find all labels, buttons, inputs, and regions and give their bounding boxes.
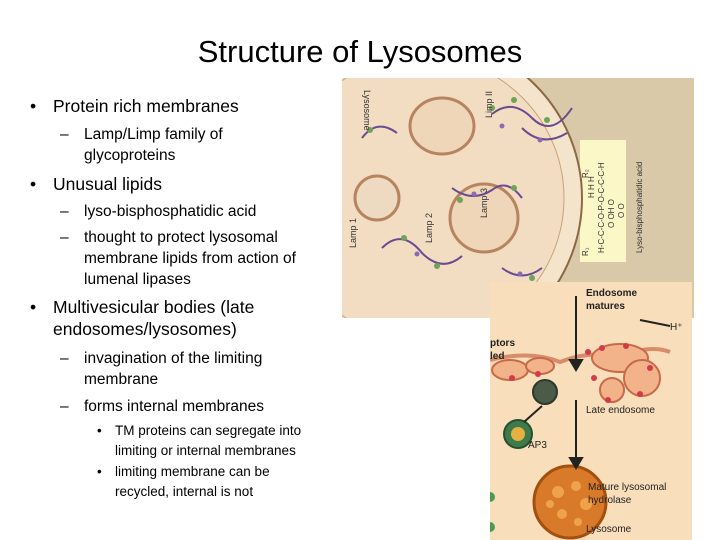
label-chem-2: H-C-C-C-O-P-O-C-C-C-H xyxy=(597,162,606,253)
bullet-multivesicular-bodies: Multivesicular bodies (late endosomes/ly… xyxy=(53,297,255,339)
label-receptors-1: ptors xyxy=(490,338,515,349)
label-mature-1: Mature lysosomal xyxy=(588,482,666,493)
subsubbullet-tm-proteins: TM proteins can segregate into limiting … xyxy=(115,423,302,458)
label-chem-4: O O xyxy=(617,203,626,218)
label-lipid-name: Lyso-bisphosphatidic acid xyxy=(635,162,644,253)
label-lysosome-bottom: Lysosome xyxy=(586,524,632,535)
label-hplus: H⁺ xyxy=(670,322,683,333)
bullet-marker: • xyxy=(30,174,37,194)
lysosome-membrane-figure: Lysosome Limp II Lamp 1 Lamp 2 Lamp 3 Ly… xyxy=(342,78,694,318)
dash-marker: – xyxy=(60,398,69,415)
label-r1: R₁ xyxy=(581,247,590,256)
dash-marker: – xyxy=(60,203,69,220)
label-chem-3: O OH O xyxy=(607,199,616,228)
subbullet-internal-membranes: forms internal membranes xyxy=(84,398,265,415)
bullet-marker: • xyxy=(30,96,37,116)
endosome-pathway-figure: Endosome matures H⁺ ptors led Late endos… xyxy=(490,282,692,540)
label-limp2: Limp II xyxy=(484,91,494,118)
label-receptors-2: led xyxy=(490,351,504,362)
label-lamp1: Lamp 1 xyxy=(348,218,358,248)
dash-marker: – xyxy=(60,126,69,143)
label-mature-2: hydrolase xyxy=(588,495,632,506)
label-endosome: Endosome xyxy=(586,288,638,299)
subbullet-lamp-limp: Lamp/Limp family of glycoproteins xyxy=(84,126,223,164)
slide-title: Structure of Lysosomes xyxy=(197,34,523,69)
label-lamp3: Lamp 3 xyxy=(479,188,489,218)
label-chem-1: H H H xyxy=(587,176,596,198)
bullet-marker: • xyxy=(97,464,102,479)
bullet-unusual-lipids: Unusual lipids xyxy=(53,174,162,194)
subbullet-invagination: invagination of the limiting membrane xyxy=(84,350,263,388)
label-ap3: AP3 xyxy=(528,440,547,451)
label-matures: matures xyxy=(586,301,625,312)
label-late-endosome: Late endosome xyxy=(586,405,655,416)
label-r2: R₂ xyxy=(581,169,590,178)
label-lysosome: Lysosome xyxy=(362,90,372,131)
subbullet-protect-lipids: thought to protect lysosomal membrane li… xyxy=(84,229,296,288)
label-lamp2: Lamp 2 xyxy=(424,213,434,243)
bullet-protein-rich-membranes: Protein rich membranes xyxy=(53,96,239,116)
dash-marker: – xyxy=(60,229,69,246)
subbullet-lyso-bisphosphatidic: lyso-bisphosphatidic acid xyxy=(84,203,257,220)
bullet-marker: • xyxy=(30,297,37,317)
dash-marker: – xyxy=(60,350,69,367)
bullet-marker: • xyxy=(97,423,102,438)
subsubbullet-recycled: limiting membrane can be recycled, inter… xyxy=(115,464,270,499)
